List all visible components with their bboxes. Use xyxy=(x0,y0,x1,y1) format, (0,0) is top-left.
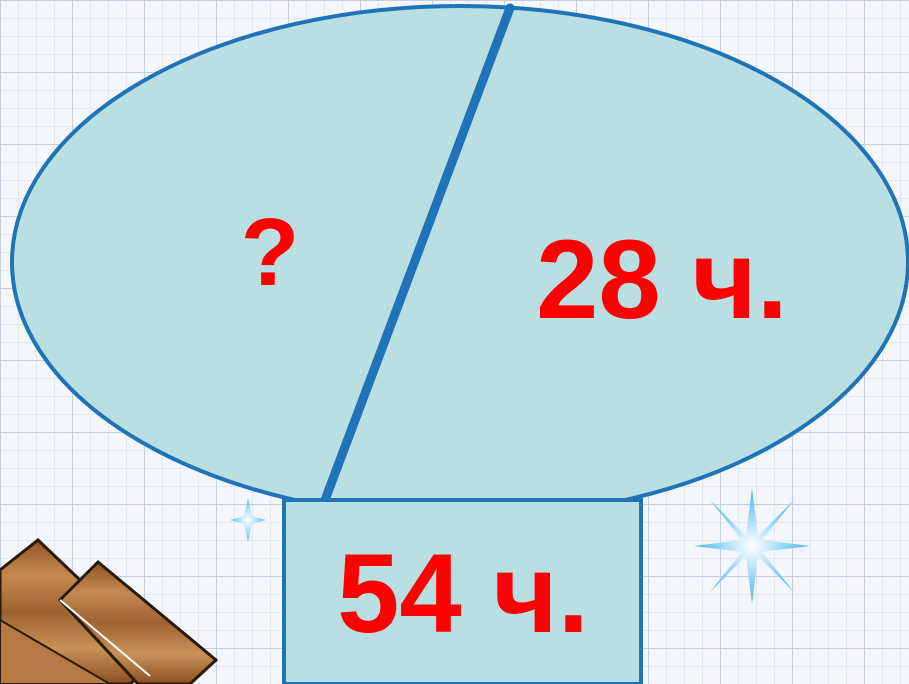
left-part-label: ? xyxy=(241,199,300,306)
divider-line xyxy=(320,3,515,505)
total-label: 54 ч. xyxy=(337,531,589,656)
wooden-planks-decoration xyxy=(0,538,219,684)
right-part-label: 28 ч. xyxy=(536,217,788,342)
sparkle-icon xyxy=(694,488,810,604)
total-box xyxy=(282,498,643,684)
sparkle-icon-small xyxy=(230,498,266,542)
